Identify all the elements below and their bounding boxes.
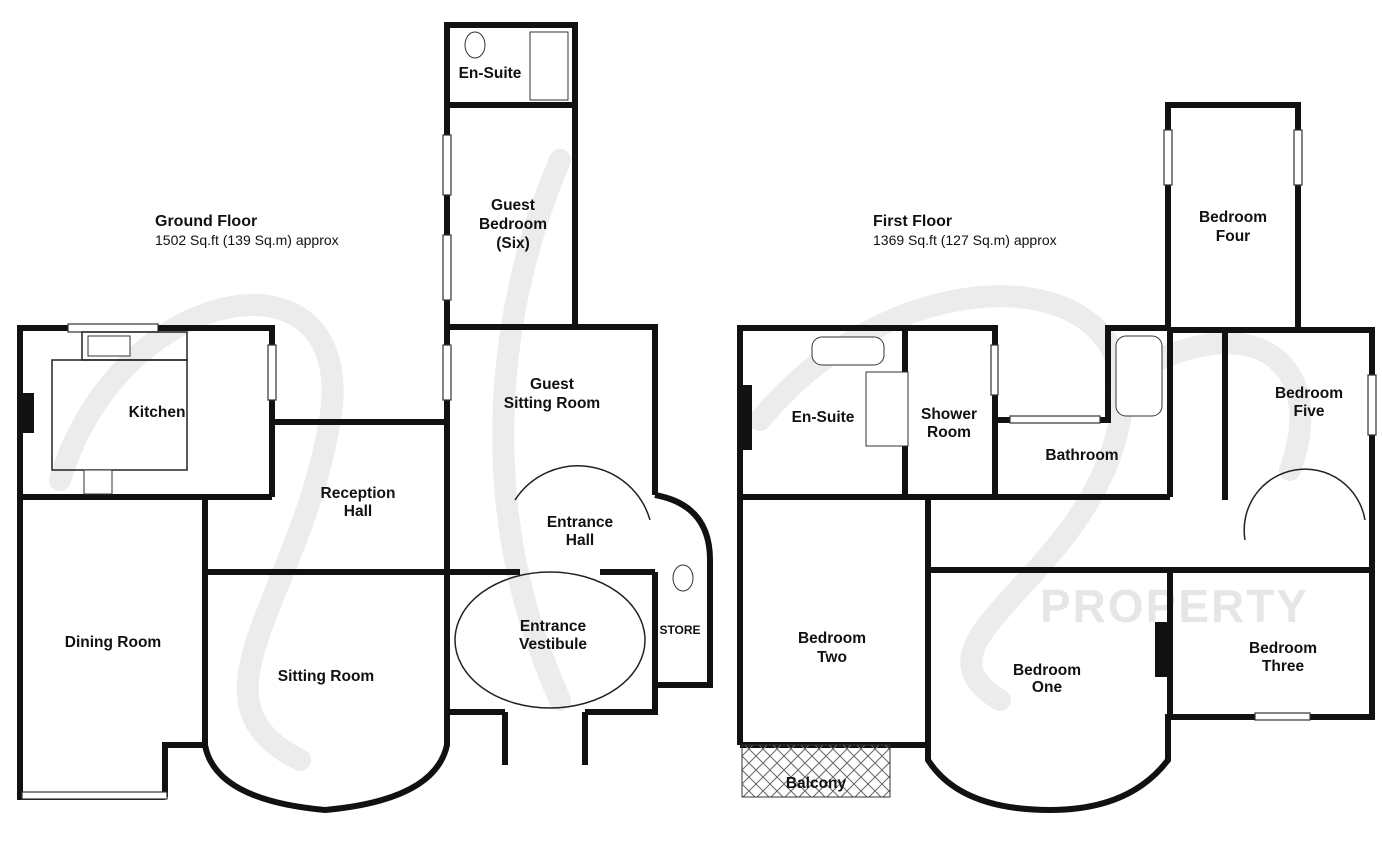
room-label-guest-bedroom: (Six) — [496, 235, 530, 252]
bath-icon — [811, 336, 885, 366]
room-label-bedroom-four: Bedroom — [1199, 209, 1267, 226]
room-label-entrance-hall: Entrance — [547, 514, 614, 531]
room-label-guest-sitting-room: Sitting Room — [504, 395, 600, 412]
room-label-entrance-vestibule: Entrance — [520, 618, 587, 635]
first-floor-area: 1369 Sq.ft (127 Sq.m) approx — [873, 232, 1057, 248]
first-floor-plan: First Floor 1369 Sq.ft (127 Sq.m) approx… — [737, 102, 1377, 814]
room-label-entrance-vestibule: Vestibule — [519, 636, 587, 653]
shower-icon — [529, 31, 569, 101]
watermark: PROPERTY — [49, 149, 1312, 771]
room-label-bedroom-five: Five — [1293, 403, 1324, 420]
room-label-bedroom-three: Three — [1262, 658, 1305, 675]
bath-icon — [1115, 335, 1163, 417]
toilet-icon — [464, 31, 486, 59]
balcony-area — [741, 744, 891, 798]
room-label-guest-bedroom: Bedroom — [479, 216, 547, 233]
room-label-guest-sitting-room: Guest — [530, 376, 574, 393]
room-label-reception-hall: Reception — [321, 485, 396, 502]
room-label-bathroom: Bathroom — [1045, 447, 1118, 464]
window — [67, 323, 159, 333]
watermark-text: PROPERTY — [1040, 580, 1309, 632]
room-label-kitchen: Kitchen — [129, 404, 186, 421]
ground-floor-title: Ground Floor — [155, 213, 257, 230]
room-label-store: STORE — [659, 623, 700, 637]
room-label-en-suite: En-Suite — [792, 409, 855, 426]
room-label-bedroom-two: Two — [817, 649, 847, 666]
room-label-balcony: Balcony — [786, 775, 847, 792]
ground-floor-area: 1502 Sq.ft (139 Sq.m) approx — [155, 232, 339, 248]
room-label-bedroom-two: Bedroom — [798, 630, 866, 647]
room-label-reception-hall: Hall — [344, 503, 372, 520]
first-floor-title: First Floor — [873, 213, 952, 230]
room-label-bedroom-one: One — [1032, 679, 1063, 696]
room-label-guest-bedroom: Guest — [491, 197, 535, 214]
room-label-shower-room: Room — [927, 424, 971, 441]
sink-icon — [87, 335, 131, 357]
room-label-en-suite: En-Suite — [459, 65, 522, 82]
room-label-entrance-hall: Hall — [566, 532, 594, 549]
room-label-bedroom-four: Four — [1216, 228, 1250, 245]
room-label-shower-room: Shower — [921, 406, 977, 423]
hob-icon — [83, 469, 113, 495]
room-label-bedroom-three: Bedroom — [1249, 640, 1317, 657]
room-label-dining-room: Dining Room — [65, 634, 161, 651]
room-label-bedroom-one: Bedroom — [1013, 662, 1081, 679]
ground-floor-plan: Ground Floor 1502 Sq.ft (139 Sq.m) appro… — [17, 22, 713, 814]
room-label-sitting-room: Sitting Room — [278, 668, 374, 685]
room-label-bedroom-five: Bedroom — [1275, 385, 1343, 402]
